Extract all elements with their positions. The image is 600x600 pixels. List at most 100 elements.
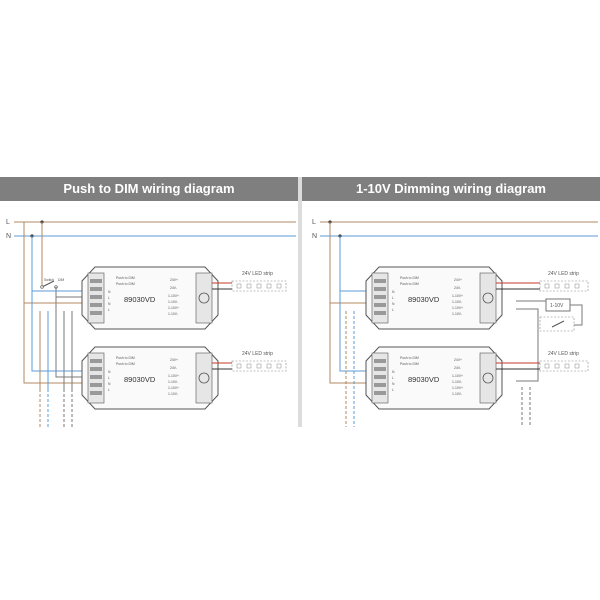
terminal-label: L — [108, 296, 110, 300]
led-strip-label: 24V LED strip — [242, 271, 273, 277]
led-chip — [256, 363, 262, 369]
driver-2: Push to DIM Push to DIM N L N L 89030VD … — [365, 346, 589, 410]
led-chip — [276, 363, 282, 369]
mode-label: Push to DIM — [116, 356, 135, 360]
output-label: 24V- — [454, 286, 461, 290]
terminal-label: N — [108, 382, 111, 386]
led-chip — [564, 363, 570, 369]
output-connector — [482, 292, 494, 304]
neutral-label: N — [312, 233, 317, 240]
led-chip — [276, 283, 282, 289]
terminal-block-output — [195, 352, 213, 404]
output-label: 24V+ — [454, 358, 462, 362]
terminal-label: 1-10V- — [452, 392, 462, 396]
terminal-block-output — [479, 272, 497, 324]
led-chip — [574, 283, 580, 289]
terminal-label: 1-10V- — [168, 300, 178, 304]
driver-housing — [365, 266, 503, 330]
1-10v-dimming-title: 1-10V Dimming wiring diagram — [302, 177, 600, 201]
led-chip — [266, 363, 272, 369]
terminal-screw — [90, 303, 102, 307]
dim-wire — [570, 304, 583, 326]
terminal-screw — [374, 279, 386, 283]
terminal-screw — [374, 295, 386, 299]
line-label: L — [312, 219, 316, 226]
switch-icon — [41, 280, 55, 288]
led-chip — [554, 363, 560, 369]
terminal-label: L — [108, 376, 110, 380]
terminal-screw — [374, 287, 386, 291]
driver-1: Push to DIM Push to DIM N L N L 89030VD … — [81, 266, 287, 330]
terminal-label: N — [108, 290, 111, 294]
led-strip-label: 24V LED strip — [548, 271, 579, 277]
terminal-label: N — [392, 290, 395, 294]
switch-icon — [551, 320, 565, 328]
led-chip — [554, 283, 560, 289]
terminal-screw — [90, 367, 102, 371]
led-chip — [574, 363, 580, 369]
mode-label: Push to DIM — [400, 356, 419, 360]
output-connector — [198, 292, 210, 304]
driver-1: Push to DIM Push to DIM N L N L 89030VD … — [365, 266, 589, 330]
terminal-label: 1-10V+ — [168, 306, 179, 310]
terminal-label: 1-10V+ — [452, 374, 463, 378]
mode-label: Push to DIM — [400, 362, 419, 366]
terminal-label: 1-10V+ — [168, 374, 179, 378]
terminal-label: N — [108, 302, 111, 306]
terminal-label: 1-10V- — [452, 300, 462, 304]
driver-model-label: 89030VD — [124, 295, 156, 304]
push-to-dim-title: Push to DIM wiring diagram — [0, 177, 298, 201]
led-strip — [539, 360, 589, 372]
led-chip — [256, 283, 262, 289]
dim-wire — [55, 297, 86, 378]
terminal-screw — [374, 359, 386, 363]
terminal-label: 1-10V- — [452, 312, 462, 316]
terminal-label: 1-10V- — [168, 312, 178, 316]
led-chip — [246, 283, 252, 289]
terminal-screw — [374, 383, 386, 387]
terminal-label: 1-10V+ — [168, 386, 179, 390]
terminal-label: L — [392, 388, 394, 392]
terminal-label: N — [392, 382, 395, 386]
led-chip — [544, 283, 550, 289]
dimmer-label: 1-10V — [550, 303, 564, 309]
neutral-drop-wire — [31, 236, 86, 292]
terminal-label: 1-10V+ — [452, 294, 463, 298]
driver-model-label: 89030VD — [124, 375, 156, 384]
terminal-screw — [374, 311, 386, 315]
led-strip — [539, 280, 589, 292]
terminal-screw — [90, 375, 102, 379]
led-strip — [231, 360, 287, 372]
driver-model-label: 89030VD — [408, 375, 440, 384]
dimmer-switch-enclosure — [539, 316, 575, 332]
live-drop-wire — [329, 303, 370, 384]
switch-contact — [40, 285, 44, 289]
push-to-dim-diagram: L N Switch DIM — [6, 219, 296, 427]
terminal-screw — [90, 287, 102, 291]
terminal-screw — [90, 359, 102, 363]
terminal-screw — [374, 367, 386, 371]
led-chip — [246, 363, 252, 369]
dim-wire — [516, 308, 539, 382]
panel-divider — [298, 177, 302, 427]
driver-housing — [365, 346, 503, 410]
led-chip — [236, 363, 242, 369]
mode-label: Push to DIM — [400, 276, 419, 280]
driver-2: Push to DIM Push to DIM N L N L 89030VD … — [81, 346, 287, 410]
output-label: 24V+ — [170, 278, 178, 282]
output-label: 24V+ — [454, 278, 462, 282]
mode-label: Push to DIM — [400, 282, 419, 286]
led-chip — [236, 283, 242, 289]
output-label: 24V- — [454, 366, 461, 370]
terminal-label: 1-10V+ — [452, 306, 463, 310]
led-strip-label: 24V LED strip — [548, 351, 579, 357]
mode-label: Push to DIM — [116, 276, 135, 280]
terminal-label: N — [392, 370, 395, 374]
switch-label: Switch — [44, 278, 54, 282]
terminal-screw — [90, 311, 102, 315]
terminal-screw — [90, 383, 102, 387]
output-connector — [482, 372, 494, 384]
mode-label: Push to DIM — [116, 362, 135, 366]
output-connector — [198, 372, 210, 384]
terminal-label: 1-10V+ — [452, 386, 463, 390]
